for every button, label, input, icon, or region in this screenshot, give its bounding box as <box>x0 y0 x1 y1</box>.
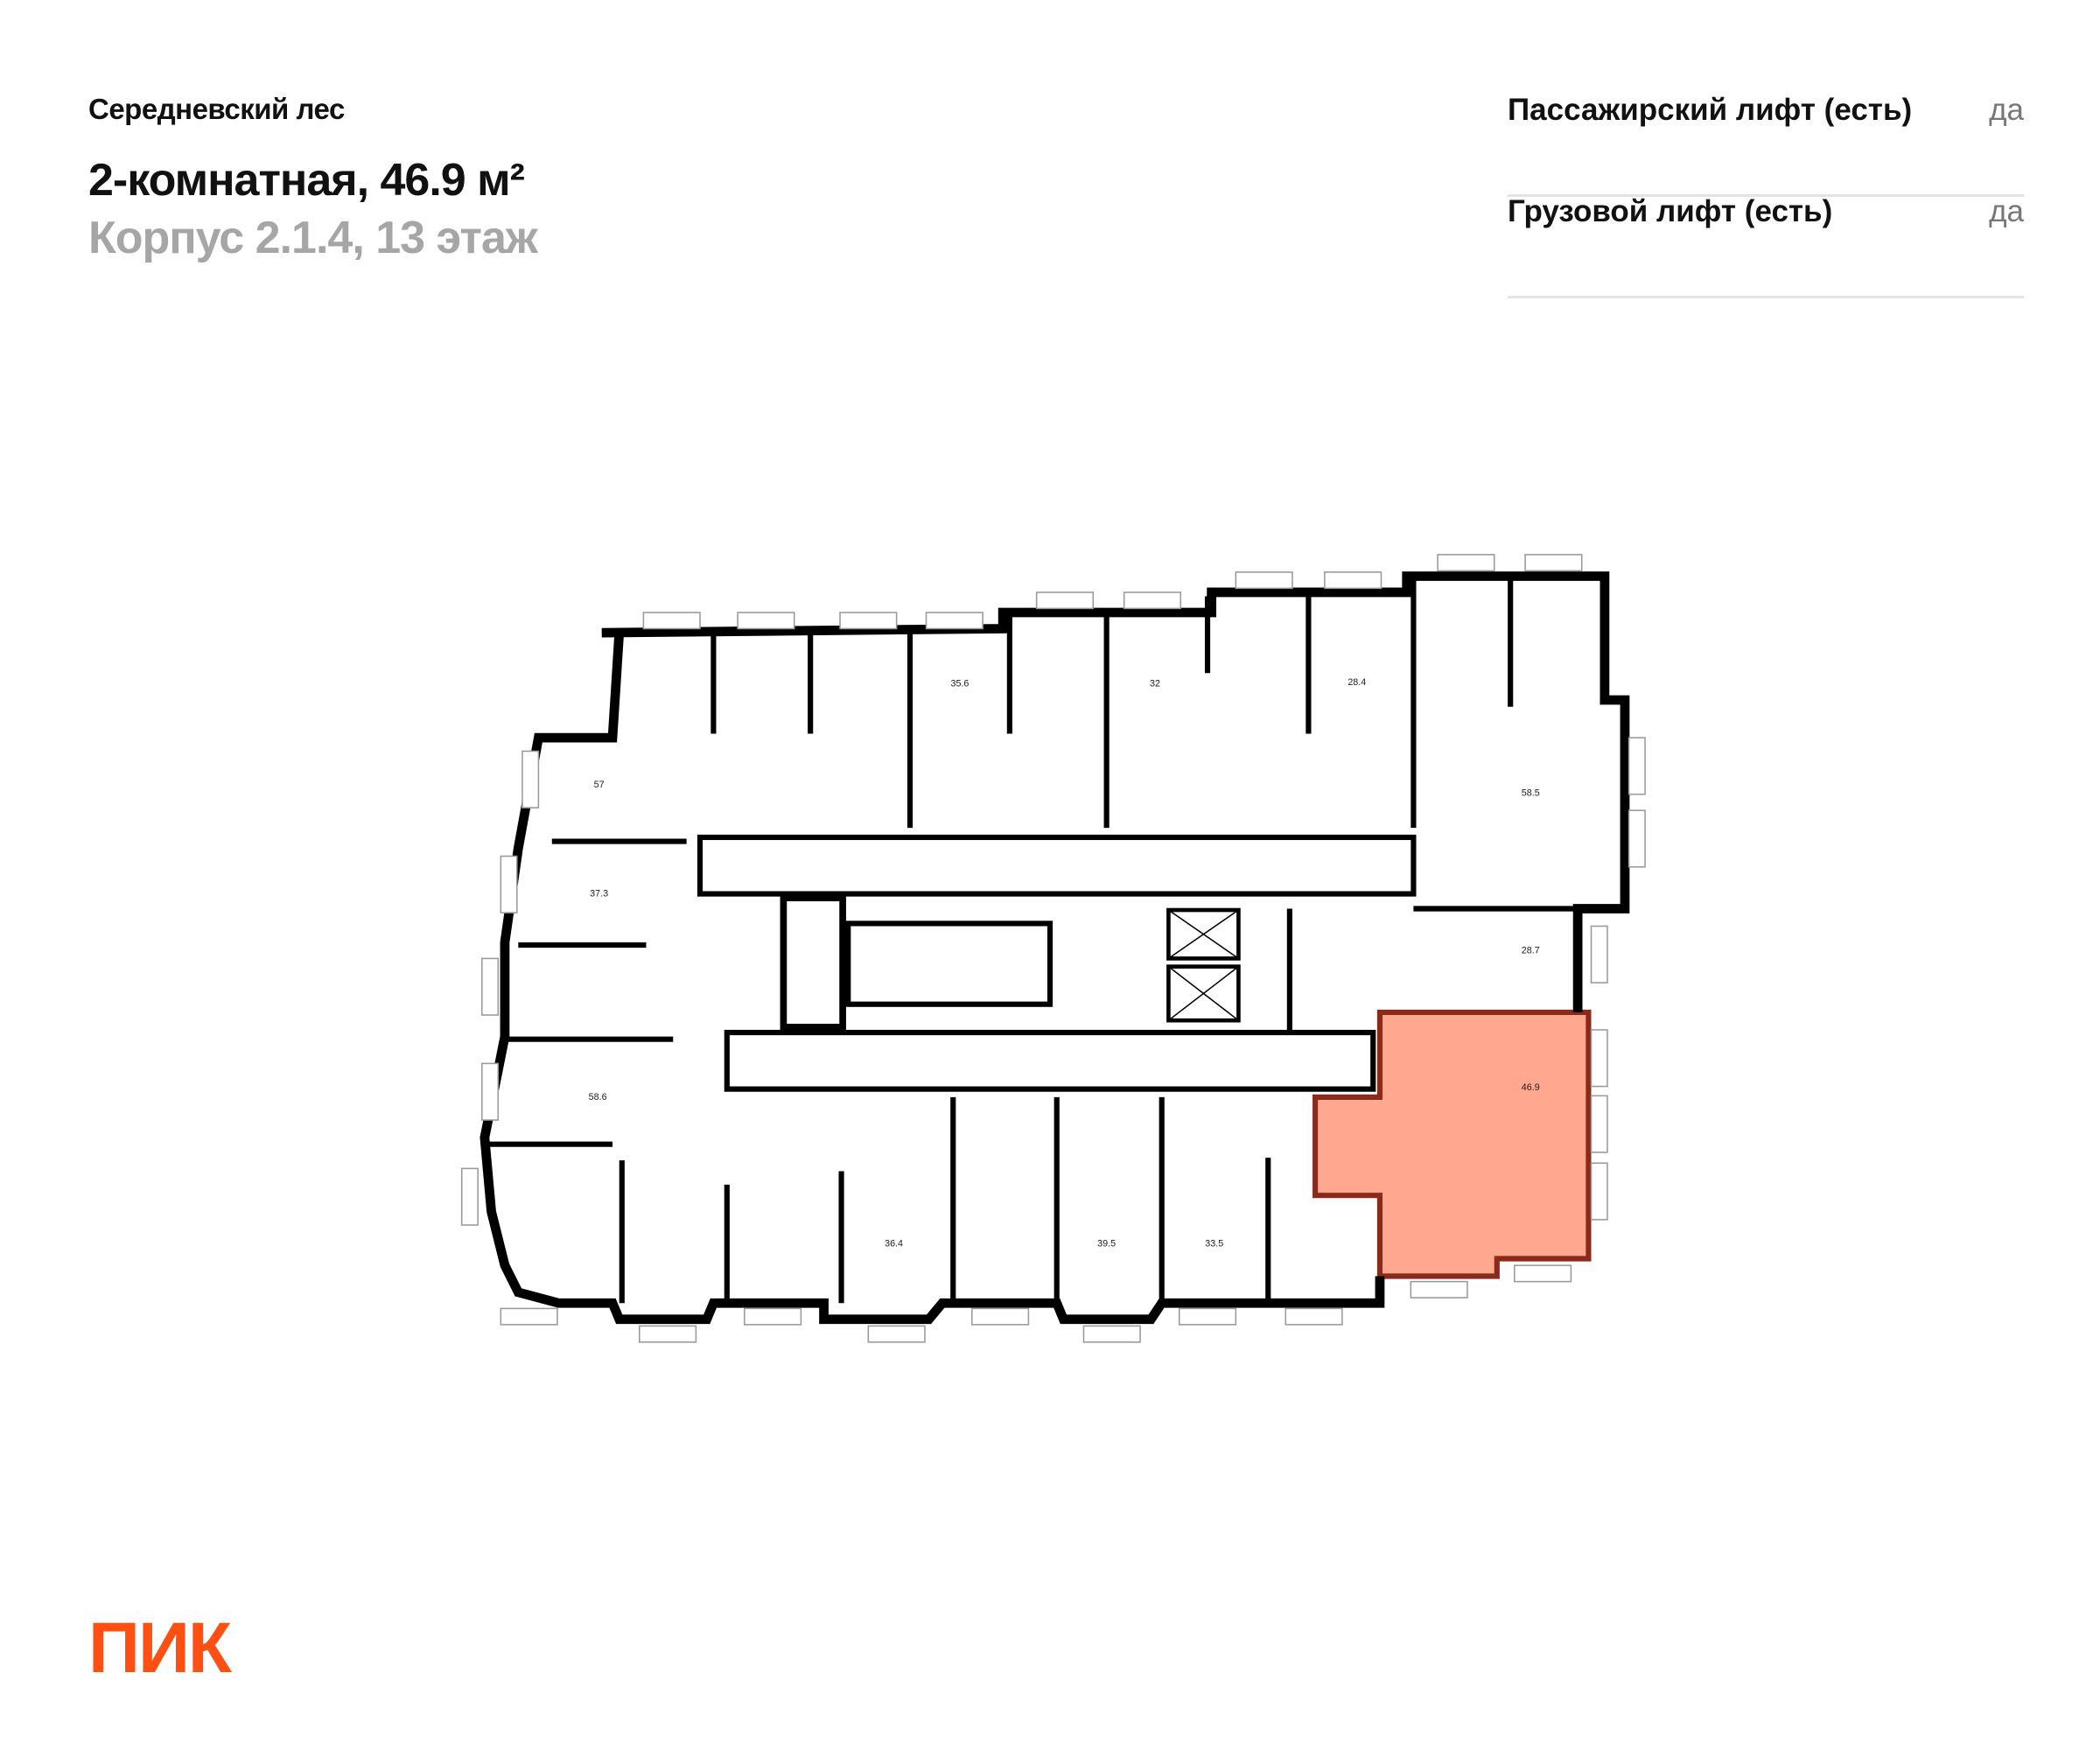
outer-walls <box>480 632 1385 1325</box>
stairwell <box>845 920 1054 1007</box>
apartment-area-label: 57 <box>594 780 605 790</box>
corridor <box>696 834 1417 897</box>
highlighted-apartment[interactable] <box>1312 1009 1592 1279</box>
feature-freight-lift: Грузовой лифт (есть) да <box>1508 194 2024 298</box>
feature-value: да <box>1989 93 2024 127</box>
feature-passenger-lift: Пассажирский лифт (есть) да <box>1508 93 2024 197</box>
apartment-area-label: 39.5 <box>1097 1239 1116 1250</box>
apartment-area-label: 37.3 <box>590 889 608 900</box>
pik-logo[interactable]: ПИК <box>88 1608 232 1688</box>
apartment-area-label: 33.5 <box>1205 1239 1223 1250</box>
apartment-area-label: 35.6 <box>950 679 969 690</box>
shaft <box>780 894 846 1031</box>
apartment-title: 2-комнатная, 46.9 м² <box>88 155 525 206</box>
apartment-area-label: 28.4 <box>1348 677 1366 688</box>
elevator-passenger <box>1166 907 1241 961</box>
apartment-area-label: 28.7 <box>1522 945 1540 956</box>
building-floor: Корпус 2.1.4, 13 этаж <box>88 213 538 263</box>
apartment-area-label: 58.5 <box>1522 788 1540 798</box>
feature-value: да <box>1989 194 2024 228</box>
corridor <box>724 1029 1376 1092</box>
complex-name: Середневский лес <box>88 93 345 125</box>
apartment-area-label: 46.9 <box>1522 1082 1540 1093</box>
outer-walls <box>601 571 1630 1012</box>
apartment-area-label: 58.6 <box>589 1092 607 1102</box>
elevator-freight <box>1166 964 1241 1023</box>
feature-label: Пассажирский лифт (есть) <box>1508 93 1913 127</box>
feature-label: Грузовой лифт (есть) <box>1508 194 1833 228</box>
apartment-area-label: 36.4 <box>885 1239 903 1250</box>
apartment-area-label: 32 <box>1150 679 1160 690</box>
